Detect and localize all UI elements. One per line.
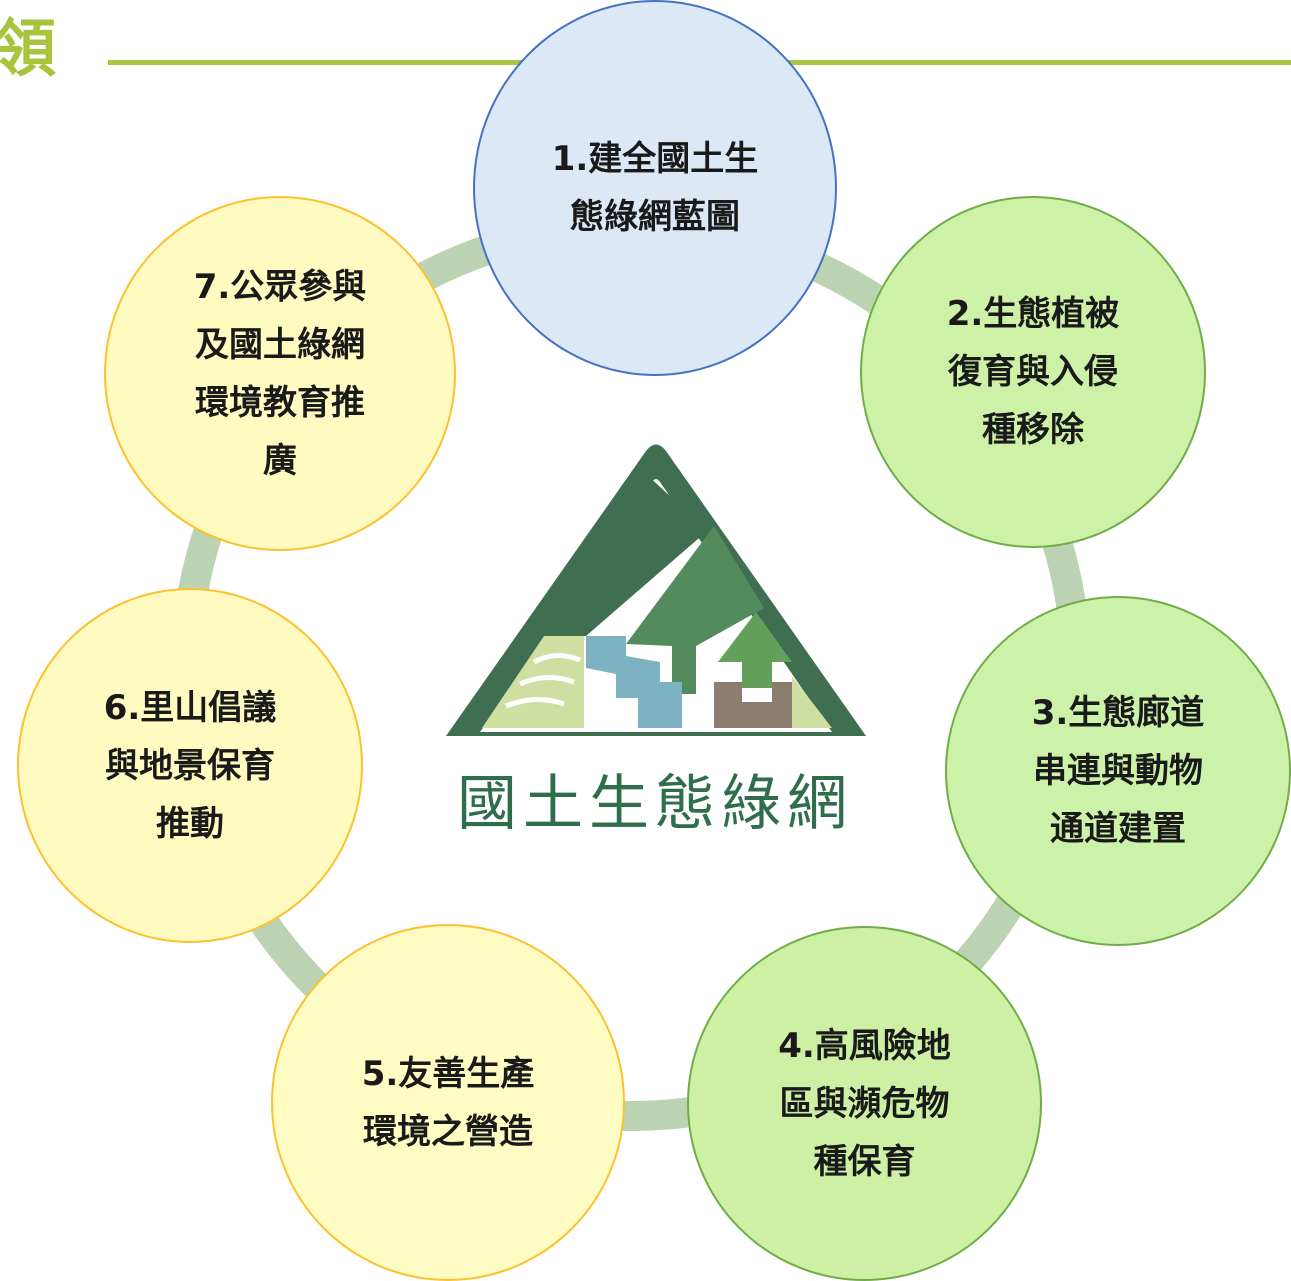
logo-field-row-3 bbox=[532, 653, 581, 665]
node-5-label: 5.友善生產 環境之營造 bbox=[362, 1045, 535, 1161]
node-4-line-3: 種保育 bbox=[813, 1141, 916, 1182]
node-6-line-1: 6.里山倡議 bbox=[103, 687, 277, 728]
page-heading: 領 bbox=[0, 12, 57, 85]
node-6-line-2: 與地景保育 bbox=[104, 745, 275, 786]
node-1-line-2: 態綠網藍圖 bbox=[569, 197, 740, 237]
node-3-ecological-corridor: 3.生態廊道 串連與動物 通道建置 bbox=[945, 596, 1291, 946]
node-3-line-3: 通道建置 bbox=[1049, 809, 1186, 849]
node-2-line-1: 2.生態植被 bbox=[946, 294, 1120, 334]
node-2-vegetation-restoration: 2.生態植被 復育與入侵 種移除 bbox=[860, 196, 1206, 548]
node-2-line-3: 種移除 bbox=[981, 410, 1084, 450]
node-5-line-1: 5.友善生產 bbox=[361, 1053, 535, 1094]
node-6-label: 6.里山倡議 與地景保育 推動 bbox=[104, 679, 277, 853]
node-7-line-1: 7.公眾參與 bbox=[193, 266, 367, 307]
logo-dark-mountain bbox=[538, 472, 706, 636]
logo-middle-tree bbox=[626, 526, 764, 694]
node-3-line-1: 3.生態廊道 bbox=[1031, 693, 1205, 733]
node-7-line-2: 及國土綠網 bbox=[194, 324, 365, 365]
node-5-friendly-production: 5.友善生產 環境之營造 bbox=[271, 924, 625, 1281]
node-4-line-1: 4.高風險地 bbox=[778, 1025, 951, 1066]
logo-soil bbox=[714, 682, 792, 728]
node-4-high-risk-conservation: 4.高風險地 區與瀕危物 種保育 bbox=[687, 926, 1042, 1281]
green-network-logo bbox=[446, 444, 866, 736]
logo-right-meadow bbox=[792, 676, 832, 728]
node-4-line-2: 區與瀕危物 bbox=[779, 1083, 950, 1124]
node-6-line-3: 推動 bbox=[155, 803, 224, 844]
logo-small-tree bbox=[718, 612, 792, 688]
node-6-satoyama-initiative: 6.里山倡議 與地景保育 推動 bbox=[17, 588, 363, 943]
node-7-line-3: 環境教育推 bbox=[194, 382, 365, 423]
node-7-label: 7.公眾參與 及國土綠網 環境教育推 廣 bbox=[194, 258, 367, 490]
node-2-label: 2.生態植被 復育與入侵 種移除 bbox=[947, 285, 1120, 459]
node-5-line-2: 環境之營造 bbox=[362, 1111, 533, 1152]
node-2-line-2: 復育與入侵 bbox=[947, 352, 1118, 392]
logo-field-row-1 bbox=[505, 697, 565, 709]
node-7-public-participation: 7.公眾參與 及國土綠網 環境教育推 廣 bbox=[104, 196, 456, 551]
node-1-blueprint: 1.建全國土生 態綠網藍圖 bbox=[473, 0, 837, 376]
node-1-label: 1.建全國土生 態綠網藍圖 bbox=[552, 130, 759, 246]
logo-water bbox=[586, 636, 682, 728]
logo-caption: 國土生態綠網 bbox=[457, 769, 853, 839]
logo-field-row-2 bbox=[518, 675, 575, 687]
node-3-line-2: 串連與動物 bbox=[1032, 751, 1203, 791]
node-7-line-4: 廣 bbox=[262, 440, 297, 481]
node-4-label: 4.高風險地 區與瀕危物 種保育 bbox=[778, 1017, 951, 1191]
node-1-line-1: 1.建全國土生 bbox=[551, 139, 759, 179]
node-3-label: 3.生態廊道 串連與動物 通道建置 bbox=[1032, 684, 1205, 858]
